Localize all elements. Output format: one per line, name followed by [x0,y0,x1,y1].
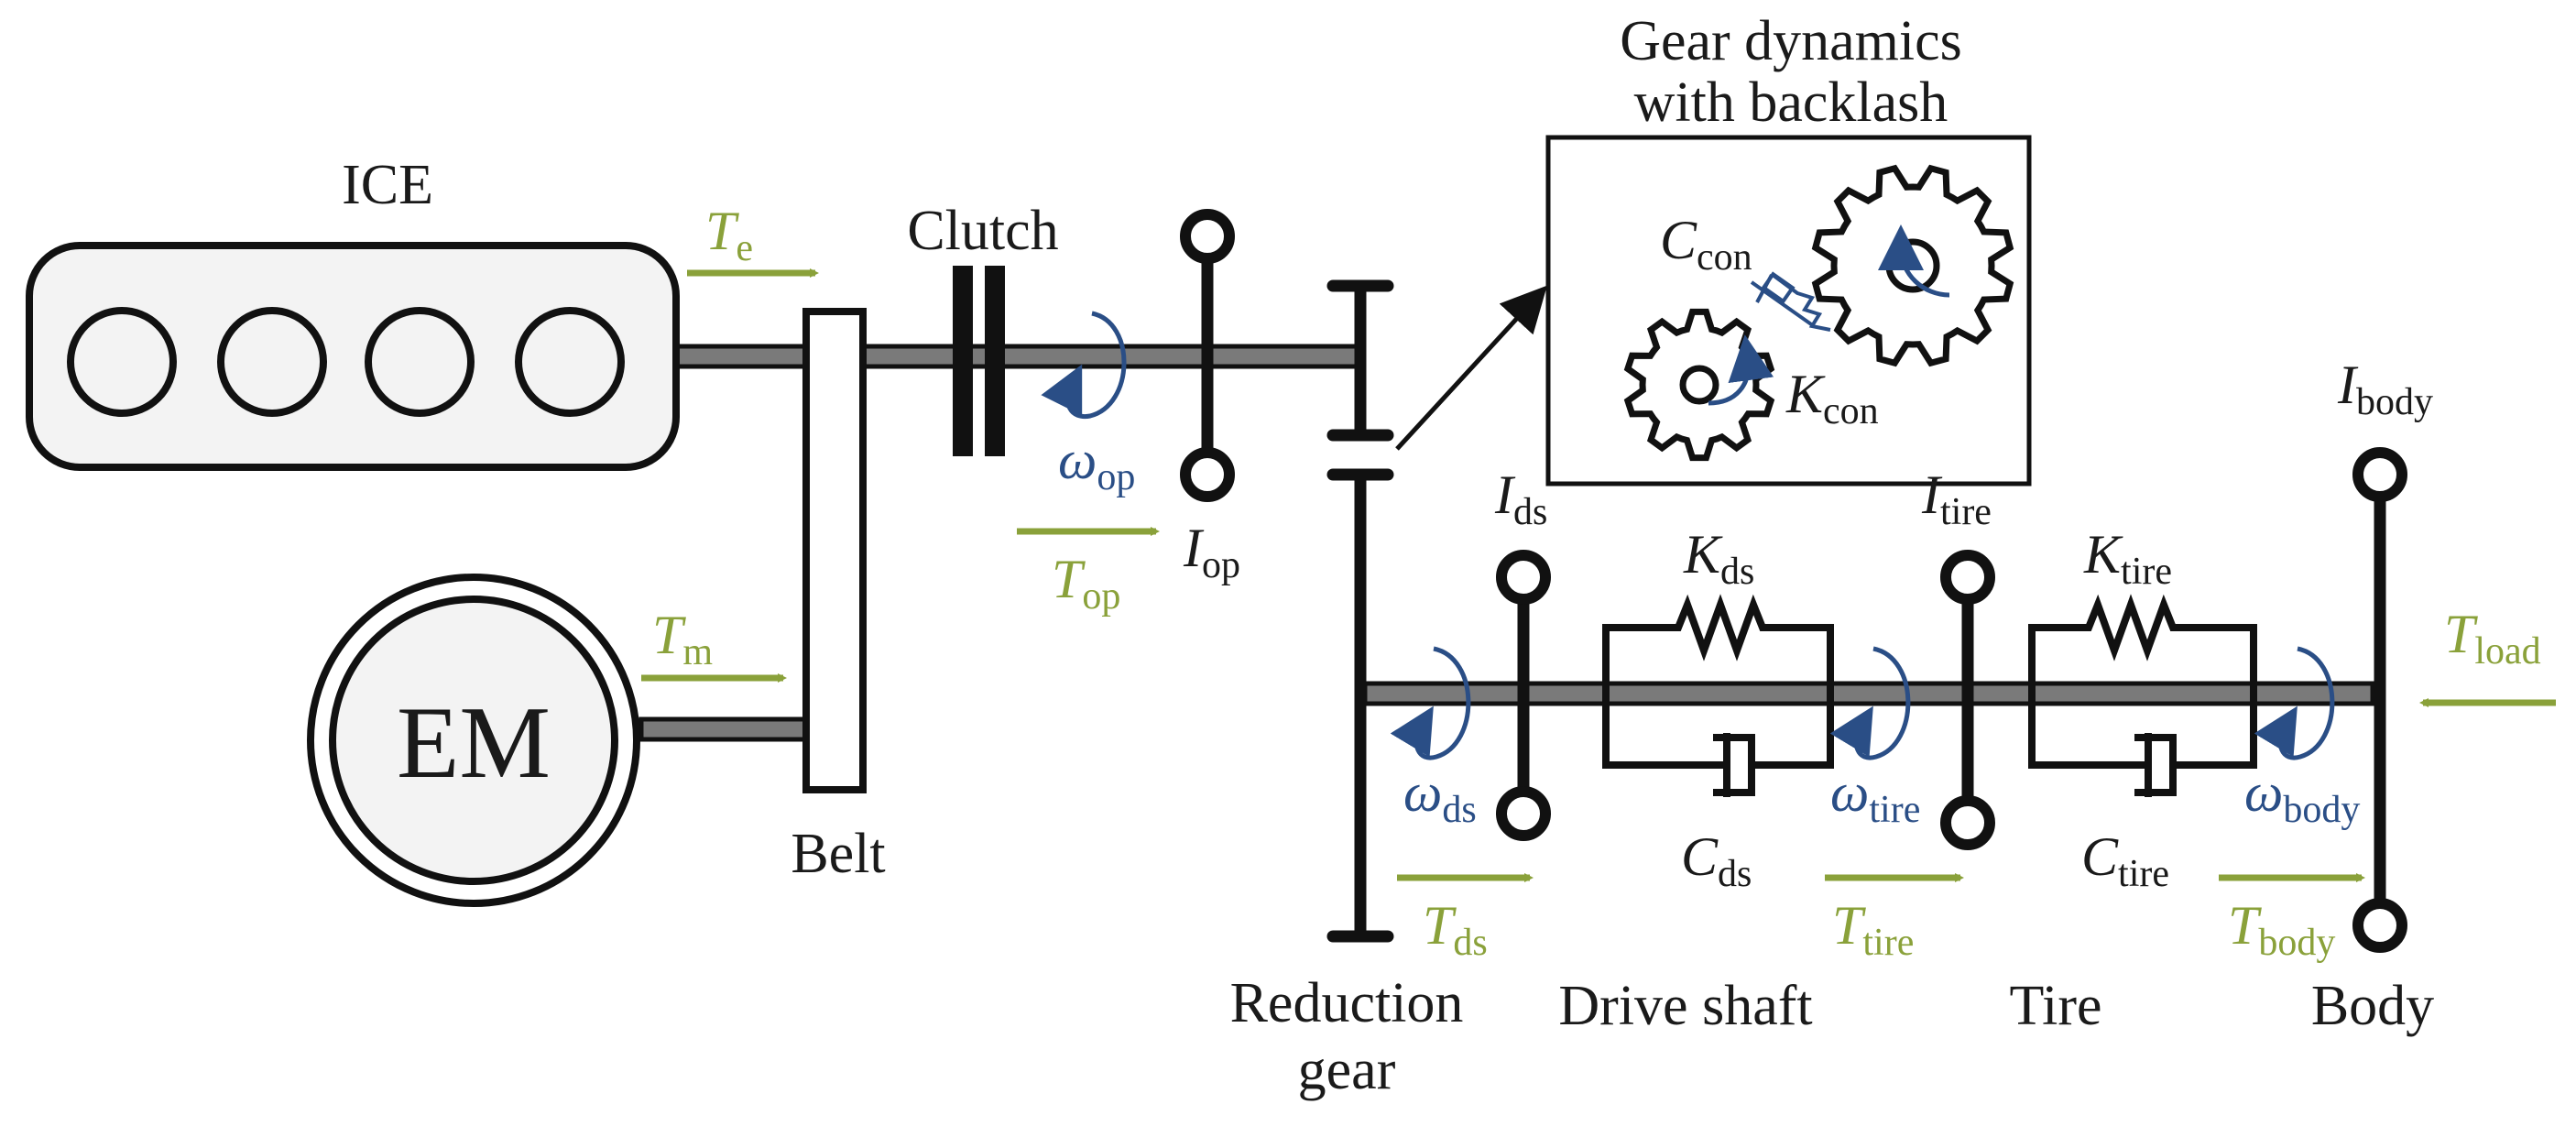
small-gear-icon [1623,308,1775,462]
tire-label: Tire [2009,975,2101,1037]
shaft-em-belt [639,716,809,742]
k-con-label: Kcon [1785,364,1879,432]
big-gear-rotation-icon [1878,224,1950,298]
em-motor [307,574,640,907]
reduction-gear-label-1: Reduction [1230,972,1464,1034]
wtire-label: ωtire [1830,762,1920,831]
ctire-label: Ctire [2081,826,2169,895]
ttire-label: Ttire [1832,895,1914,964]
shaft-ice-clutch [673,344,1366,369]
wds-rotation-icon [1390,646,1471,760]
inertia-body [2352,447,2407,953]
tire-spring-damper [2028,594,2257,797]
drive-shaft-spring-damper [1602,594,1834,797]
tload-label: Tload [2444,604,2541,672]
belt-label: Belt [791,823,885,885]
belt [802,308,867,793]
ice-label: ICE [342,154,433,216]
top-label: Top [1052,549,1120,618]
ibody-label: Ibody [2337,355,2433,423]
wop-rotation-icon [1041,311,1127,420]
em-label: EM [397,686,551,800]
kds-label: Kds [1683,524,1754,593]
inset-pointer-arrow [1395,285,1547,451]
clutch-label: Clutch [907,200,1058,262]
body-label: Body [2311,975,2434,1037]
ids-label: Ids [1494,465,1547,533]
inset-title-2: with backlash [1634,71,1948,134]
wbody-rotation-icon [2254,646,2335,760]
inertia-tire [1940,550,1995,850]
iop-label: Iop [1183,518,1240,586]
wbody-label: ωbody [2244,762,2360,831]
drive-shaft-label: Drive shaft [1558,975,1812,1037]
tbody-label: Tbody [2228,895,2335,964]
reduction-gear-label-2: gear [1298,1039,1396,1101]
c-con-label: Ccon [1660,210,1752,279]
tds-label: Tds [1423,895,1488,964]
wds-label: ωds [1403,762,1477,831]
cds-label: Cds [1681,826,1752,895]
ice-block [26,242,680,471]
contact-spring-damper [1750,271,1831,332]
small-gear-rotation-icon [1708,334,1774,406]
reduction-gear [1326,279,1394,943]
inset-title-1: Gear dynamics [1620,10,1962,72]
itire-label: Itire [1921,465,1992,533]
shaft-reduction-body [1362,681,2375,706]
ktire-label: Ktire [2083,524,2172,593]
wtire-rotation-icon [1829,646,1911,760]
inertia-op [1180,209,1235,502]
tm-label: Tm [652,605,713,673]
big-gear-icon [1811,164,2014,367]
wop-label: ωop [1058,430,1135,498]
inertia-ds [1496,550,1551,841]
clutch [953,266,1005,456]
te-label: Te [705,201,753,269]
